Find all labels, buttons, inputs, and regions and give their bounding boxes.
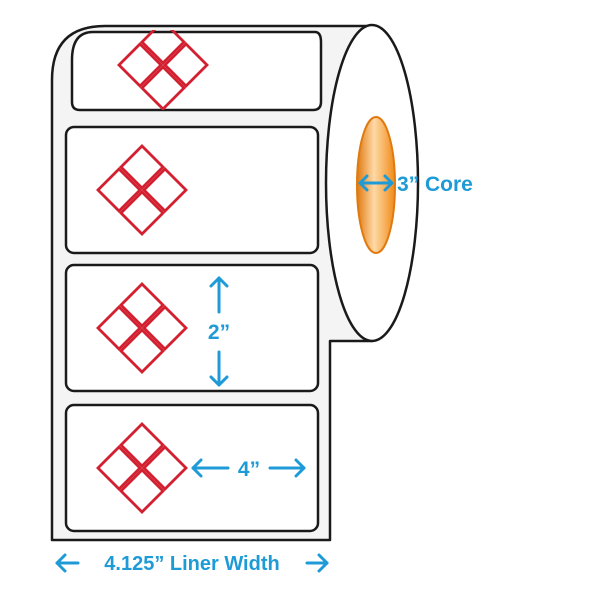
ghs-diamond-icon [140, 65, 186, 110]
ghs-diamond-icon [96, 445, 142, 491]
core-dimension-arrow-icon [358, 174, 394, 192]
ghs-diamond-icon [119, 144, 165, 190]
ghs-diamond-icon [96, 305, 142, 351]
ghs-diamond-icon [119, 468, 165, 514]
liner-width-label: 4.125” Liner Width [104, 553, 279, 575]
height-dimension-arrow-icon [209, 276, 229, 387]
ghs-diamond-icon [140, 30, 186, 65]
ghs-diamond-icon [163, 42, 209, 88]
ghs-diamond-icon [96, 167, 142, 213]
liner-dimension-arrow-icon [55, 553, 329, 573]
label-3 [64, 263, 320, 393]
core [356, 116, 396, 254]
ghs-diamond-icon [119, 282, 165, 328]
label-top-partial [70, 30, 323, 112]
ghs-diamond-icon [142, 167, 188, 213]
ghs-diamond-icon [119, 422, 165, 468]
ghs-diamond-icon [119, 190, 165, 236]
width-label: 4” [238, 458, 260, 481]
top-diamond-cluster [117, 30, 209, 110]
ghs-diamond-icon [142, 305, 188, 351]
height-label: 2” [208, 321, 230, 344]
ghs-diamond-icon [142, 445, 188, 491]
ghs-diamond-layer [96, 30, 209, 514]
ghs-diamond-icon [119, 328, 165, 374]
label-2 [64, 125, 320, 255]
core-label: 3” Core [397, 173, 473, 196]
width-dimension-arrow-icon [191, 458, 306, 478]
ghs-diamond-icon [117, 42, 163, 88]
